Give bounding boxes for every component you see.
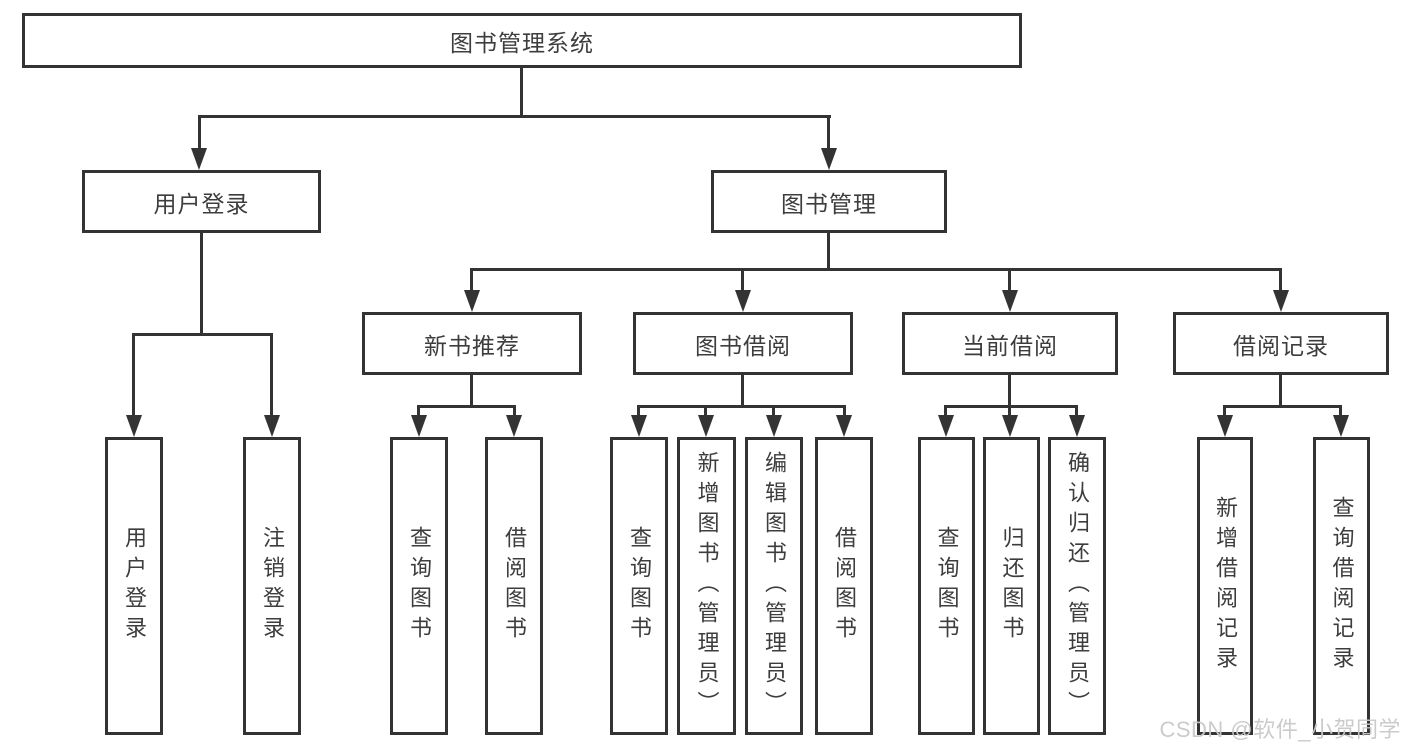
leaf-label: 查询图书 [627,526,652,646]
connector-drop-leaf [270,333,273,418]
connector-section-stem [1008,375,1011,408]
connector-level2-bar [198,115,831,118]
arrow-down-icon [1002,290,1018,312]
connector-drop-leaf [1008,405,1011,418]
leaf-label: 借阅图书 [832,526,857,646]
arrow-down-icon [191,148,207,170]
leaf-borrow-books-recommend: 借阅图书 [485,437,543,735]
leaf-label: 注销登录 [260,526,285,646]
arrow-down-icon [1002,415,1018,437]
box-root-label: 图书管理系统 [450,29,594,56]
arrow-down-icon [464,290,480,312]
connector-drop-user-login [198,115,201,152]
connector-drop-leaf [417,405,420,418]
csdn-watermark: CSDN @软件_小贺同学 [1159,717,1401,742]
leaf-query-books-current: 查询图书 [918,437,975,735]
arrow-down-icon [938,415,954,437]
connector-drop-leaf [132,333,135,418]
leaf-label: 新增图书（管理员） [694,451,720,721]
connector-book-mgmt-stem [827,233,830,271]
box-user-login: 用户登录 [82,170,321,233]
connector-drop-section [1279,268,1282,293]
connector-drop-leaf [1075,405,1078,418]
connector-drop-leaf [1339,405,1342,418]
arrow-down-icon [506,415,522,437]
arrow-down-icon [766,415,782,437]
arrow-down-icon [1217,415,1233,437]
leaf-query-borrow-record: 查询借阅记录 [1313,437,1370,735]
arrow-down-icon [1333,415,1349,437]
leaf-label: 查询借阅记录 [1329,496,1355,676]
connector-drop-leaf [944,405,947,418]
connector-section-stem [741,375,744,408]
connector-section-bar [944,405,1078,408]
connector-drop-leaf [772,405,775,418]
connector-drop-section [1008,268,1011,293]
connector-root-stem [520,68,523,117]
leaf-label: 归还图书 [999,526,1025,646]
leaf-label: 借阅图书 [502,526,527,646]
arrow-down-icon [631,415,647,437]
connector-section-bar [637,405,846,408]
box-book-management: 图书管理 [711,170,947,233]
leaf-query-books-recommend: 查询图书 [390,437,448,735]
arrow-down-icon [264,415,280,437]
leaf-label: 查询图书 [934,526,960,646]
box-borrow-records-label: 借阅记录 [1233,332,1329,359]
leaf-confirm-return-admin: 确认归还（管理员） [1048,437,1106,735]
leaf-label: 新增借阅记录 [1213,496,1238,676]
arrow-down-icon [1069,415,1085,437]
connector-section-bar [1223,405,1342,408]
connector-drop-leaf [1223,405,1226,418]
connector-section-bar [417,405,516,408]
box-root-system: 图书管理系统 [22,13,1022,68]
leaf-return-books: 归还图书 [983,437,1040,735]
arrow-down-icon [836,415,852,437]
box-current-borrowing-label: 当前借阅 [962,332,1058,359]
box-book-borrowing-label: 图书借阅 [695,332,791,359]
box-book-borrowing: 图书借阅 [633,312,853,375]
arrow-down-icon [735,290,751,312]
connector-drop-leaf [704,405,707,418]
connector-drop-section [470,268,473,293]
leaf-edit-books-admin: 编辑图书（管理员） [745,437,803,735]
arrow-down-icon [126,415,142,437]
box-new-book-recommend-label: 新书推荐 [424,332,520,359]
connector-drop-leaf [637,405,640,418]
leaf-label: 查询图书 [407,526,432,646]
leaf-add-borrow-record: 新增借阅记录 [1197,437,1253,735]
box-user-login-label: 用户登录 [153,190,250,217]
connector-drop-leaf [843,405,846,418]
connector-user-login-stem [200,233,203,336]
leaf-label: 确认归还（管理员） [1065,451,1090,721]
leaf-add-books-admin: 新增图书（管理员） [677,437,736,735]
leaf-label: 编辑图书（管理员） [762,451,787,721]
leaf-user-login: 用户登录 [105,437,163,735]
connector-drop-leaf [513,405,516,418]
leaf-borrow-books: 借阅图书 [815,437,873,735]
arrow-down-icon [821,148,837,170]
leaf-query-books-borrowing: 查询图书 [610,437,668,735]
arrow-down-icon [698,415,714,437]
connector-section-stem [470,375,473,408]
box-borrow-records: 借阅记录 [1173,312,1389,375]
leaf-logout: 注销登录 [243,437,301,735]
box-new-book-recommend: 新书推荐 [362,312,582,375]
box-book-management-label: 图书管理 [781,190,877,217]
arrow-down-icon [1273,290,1289,312]
connector-user-login-bar [132,333,273,336]
connector-section-stem [1279,375,1282,408]
arrow-down-icon [411,415,427,437]
connector-drop-section [741,268,744,293]
connector-drop-book-mgmt [827,115,830,152]
leaf-label: 用户登录 [122,526,147,646]
connector-level3-bar [470,268,1282,271]
box-current-borrowing: 当前借阅 [902,312,1118,375]
